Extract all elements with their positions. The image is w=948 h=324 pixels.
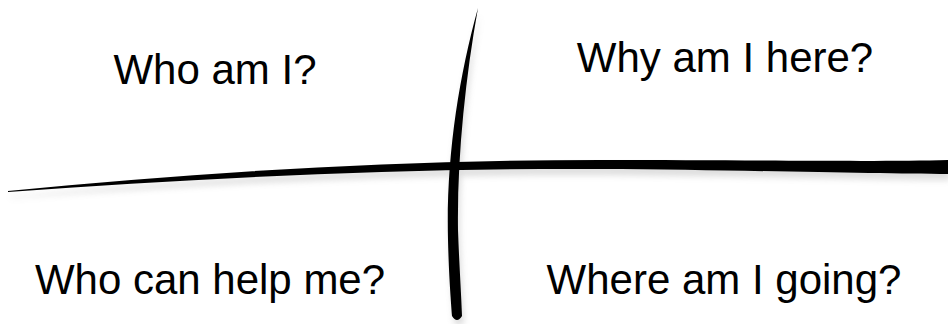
quadrant-question: Why am I here? [577, 34, 873, 82]
horizontal-stroke [8, 160, 948, 192]
quadrant-question: Who am I? [113, 46, 316, 94]
vertical-stroke [448, 8, 478, 320]
quadrant-question: Where am I going? [547, 256, 902, 304]
quadrant-question: Who can help me? [35, 256, 385, 304]
